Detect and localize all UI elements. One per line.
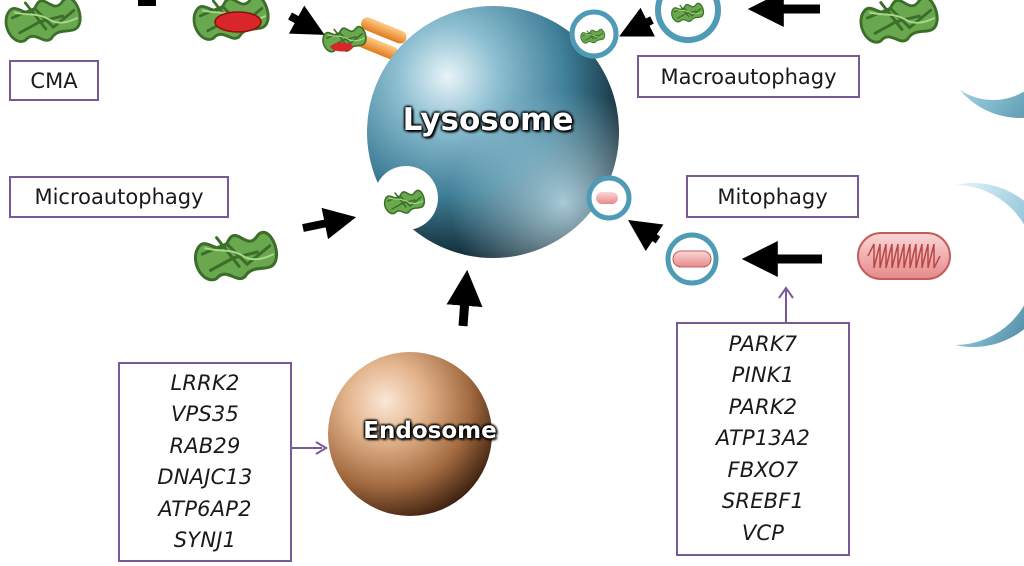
gene-item: VCP xyxy=(741,520,785,545)
gene-item: RAB29 xyxy=(169,433,241,458)
gene-item: PINK1 xyxy=(731,363,795,388)
micro-arrow xyxy=(302,207,357,240)
gene-item: PARK2 xyxy=(728,394,798,419)
mito-arrow-2 xyxy=(628,220,664,252)
gene-item: PARK7 xyxy=(728,331,798,356)
endosome-label: Endosome xyxy=(363,418,497,444)
mitophagy-gene-list: PARK7 PINK1 PARK2 ATP13A2 FBXO7 SREBF1 V… xyxy=(676,322,850,556)
gene-item: SYNJ1 xyxy=(173,528,237,552)
lamp2a-receptor-icon xyxy=(361,17,407,44)
macroautophagy-label: Macroautophagy xyxy=(637,55,860,98)
lysosome xyxy=(367,6,632,258)
macro-arrow-2 xyxy=(619,7,655,37)
mitophagy-pathway xyxy=(628,183,1024,347)
microautophagy-pathway xyxy=(193,207,357,282)
gene-item: ATP13A2 xyxy=(715,426,811,451)
cma-label: CMA xyxy=(9,60,99,101)
gene-item: VPS35 xyxy=(170,402,240,426)
macroautophagy-pathway xyxy=(619,0,1024,118)
gene-item: FBXO7 xyxy=(727,457,799,482)
microautophagy-label: Microautophagy xyxy=(9,176,229,218)
chaperone-icon xyxy=(214,11,262,33)
gene-item: ATP6AP2 xyxy=(158,496,252,521)
gene-item: LRRK2 xyxy=(170,370,240,395)
micro-cargo-protein-icon xyxy=(193,230,279,282)
endosome-to-lysosome-arrow xyxy=(446,269,483,327)
lysosome-label: Lysosome xyxy=(402,102,574,138)
cma-pathway xyxy=(4,0,407,60)
phagophore-icon xyxy=(960,0,1024,118)
unfolded-protein-icon xyxy=(4,0,82,44)
endosome-gene-list: LRRK2 VPS35 RAB29 DNAJC13 ATP6AP2 SYNJ1 xyxy=(118,362,292,562)
cargo-protein-icon xyxy=(859,0,939,44)
mito-phagophore-icon xyxy=(955,183,1024,347)
endosome xyxy=(292,269,492,516)
gene-item: SREBF1 xyxy=(721,489,805,514)
gene-item: DNAJC13 xyxy=(157,465,253,489)
mitophagy-label: Mitophagy xyxy=(686,175,859,218)
endosome-sphere xyxy=(328,352,492,516)
cma-arrow-2 xyxy=(288,5,325,35)
